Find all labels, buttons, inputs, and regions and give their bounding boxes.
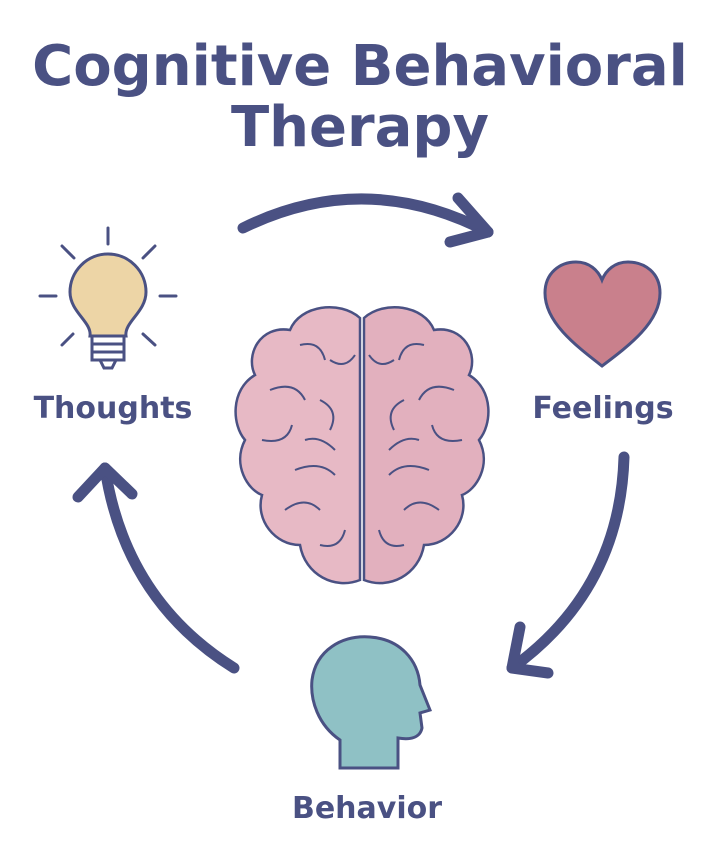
- arrow-thoughts-to-feelings: [237, 193, 494, 238]
- arrowhead-thoughts-icon: [72, 462, 138, 503]
- arrow-behavior-to-thoughts: [99, 462, 240, 674]
- title-line-1: Cognitive Behavioral: [32, 34, 688, 99]
- brain-icon: [234, 306, 490, 585]
- feelings-label: Feelings: [532, 391, 673, 426]
- behavior-label: Behavior: [292, 791, 442, 826]
- title-line-2: Therapy: [231, 95, 489, 160]
- arrowhead-behavior-icon: [506, 621, 554, 679]
- thoughts-label: Thoughts: [34, 391, 193, 426]
- arrow-feelings-to-behavior: [506, 451, 630, 674]
- lightbulb-icon: [38, 226, 178, 370]
- heart-icon: [543, 260, 662, 368]
- head-icon: [310, 635, 433, 770]
- arrowhead-feelings-icon: [444, 192, 494, 248]
